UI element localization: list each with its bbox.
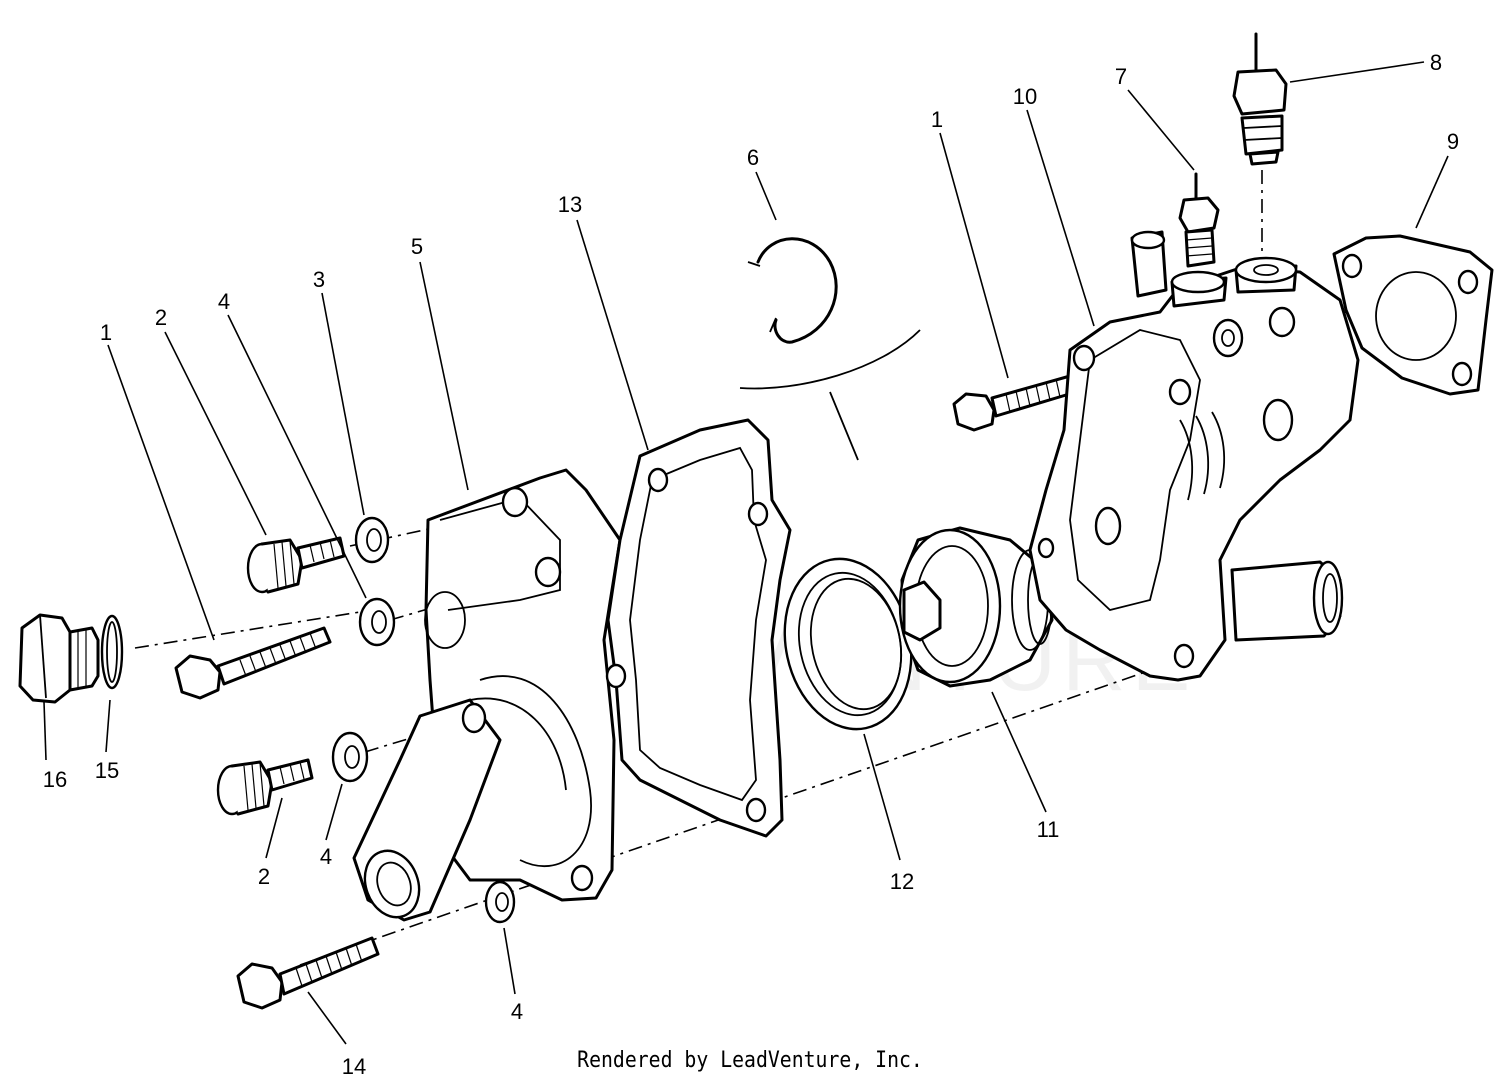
callout-labels: 1 2 4 3 5 13 6 1 10 7 8 9 16 15 2 4 4 14… bbox=[43, 50, 1459, 1079]
callout-1-left: 1 bbox=[100, 320, 112, 345]
leader-lines bbox=[43, 61, 1449, 1045]
callout-2-upper: 2 bbox=[155, 305, 167, 330]
part-10-pump-housing bbox=[1028, 230, 1360, 682]
callout-11: 11 bbox=[1037, 817, 1060, 842]
callout-7: 7 bbox=[1115, 64, 1127, 89]
callout-5: 5 bbox=[411, 234, 423, 259]
callout-4-lower: 4 bbox=[511, 999, 523, 1024]
part-11-thermostat bbox=[898, 526, 1054, 688]
part-6-snap-ring bbox=[739, 237, 921, 461]
part-16-drain-plug bbox=[18, 613, 100, 704]
callout-1-right: 1 bbox=[931, 107, 943, 132]
callout-4-upper: 4 bbox=[218, 289, 230, 314]
part-9-flange-gasket bbox=[1332, 234, 1494, 396]
part-4-washer-middle bbox=[331, 731, 369, 783]
part-2-knurled-screw-upper bbox=[246, 536, 346, 594]
part-14-bolt-lower bbox=[236, 936, 380, 1010]
part-8-temperature-switch bbox=[1232, 32, 1288, 166]
callout-14: 14 bbox=[342, 1054, 366, 1079]
part-7-temperature-sender bbox=[1178, 172, 1220, 268]
callout-8: 8 bbox=[1430, 50, 1442, 75]
callout-16: 16 bbox=[43, 767, 67, 792]
callout-6: 6 bbox=[747, 145, 759, 170]
part-13-gasket bbox=[605, 418, 792, 838]
part-4-washer-lower bbox=[484, 880, 516, 924]
callout-10: 10 bbox=[1013, 84, 1037, 109]
callout-4-middle: 4 bbox=[320, 844, 332, 869]
part-3-washer bbox=[354, 516, 390, 564]
callout-2-lower: 2 bbox=[258, 864, 270, 889]
callout-13: 13 bbox=[558, 192, 582, 217]
callout-9: 9 bbox=[1447, 129, 1459, 154]
rendered-by-credit: Rendered by LeadVenture, Inc. bbox=[577, 1048, 923, 1073]
part-5-outlet-housing bbox=[352, 468, 622, 922]
part-1-bolt-right bbox=[952, 374, 1078, 432]
part-1-bolt-left bbox=[174, 626, 332, 700]
callout-15: 15 bbox=[95, 758, 119, 783]
part-15-o-ring bbox=[100, 614, 124, 690]
callout-12: 12 bbox=[890, 869, 914, 894]
part-2-knurled-screw-lower bbox=[216, 758, 314, 816]
part-4-washer-upper bbox=[358, 597, 396, 647]
callout-3: 3 bbox=[313, 267, 325, 292]
